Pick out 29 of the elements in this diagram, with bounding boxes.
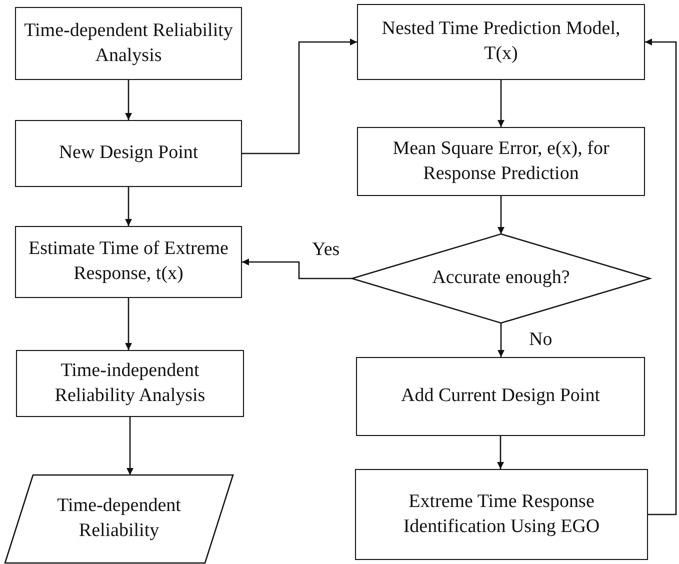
arrow <box>498 323 504 357</box>
arrow <box>125 187 132 226</box>
process-box <box>15 120 242 187</box>
arrow <box>242 258 352 280</box>
arrow <box>125 298 132 350</box>
node-label: Nested Time Prediction Model, T(x) <box>380 17 622 66</box>
process-box <box>355 469 648 560</box>
node-label: Time-independent Reliability Analysis <box>54 358 206 408</box>
node-label: Accurate enough? <box>432 266 570 290</box>
node-label: Add Current Design Point <box>401 384 600 408</box>
process-box <box>357 4 645 80</box>
process-box <box>357 127 645 196</box>
node-label: Time-dependent Reliability Analysis <box>23 18 234 68</box>
node-label: Time-dependent Reliability <box>56 494 182 543</box>
process-box <box>356 357 645 436</box>
node-label: Estimate Time of Extreme Response, t(x) <box>27 237 230 286</box>
process-box <box>15 7 242 80</box>
arrow <box>645 38 677 516</box>
arrow <box>125 80 132 120</box>
arrow <box>242 38 357 154</box>
process-box <box>15 226 242 298</box>
arrow <box>497 436 504 469</box>
node-label: Mean Square Error, e(x), for Response Prediction <box>392 136 610 186</box>
arrow <box>498 80 504 127</box>
node-label: New Design Point <box>58 141 198 166</box>
arrow <box>498 196 504 234</box>
arrow <box>126 417 134 475</box>
node-label: Extreme Time Response Identification Using EGO <box>402 490 601 538</box>
process-box <box>16 350 244 417</box>
